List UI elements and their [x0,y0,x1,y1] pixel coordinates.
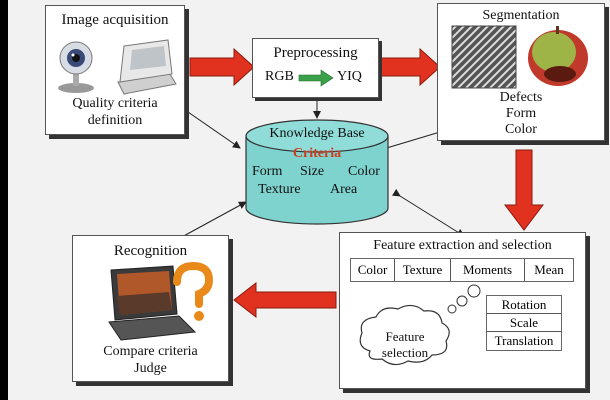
transform-scale: Scale [487,314,561,332]
preprocessing-from: RGB [265,69,294,84]
preprocessing-box: Preprocessing RGB YIQ [252,38,379,98]
transform-translation: Translation [494,333,554,348]
camera-scanner-illustration [58,39,177,95]
diagram-canvas: Image acquisition Quality criteria defin… [8,0,610,400]
kb-criterion-size: Size [300,164,325,179]
kb-link-recognition [171,201,247,245]
apple-icon [528,26,588,86]
flow-arrow-feature-to-recognition [233,281,337,319]
flow-arrow-segmentation-to-feature [503,149,545,231]
image-acquisition-caption-line1: Quality criteria [72,96,158,111]
image-acquisition-box: Image acquisition Quality criteria defin… [45,5,185,135]
kb-link-acquisition [179,104,241,149]
connectors-layer [171,47,545,319]
transform-rotation: Rotation [487,296,561,314]
kb-link-segmentation [379,126,448,152]
scanner-icon [117,39,177,95]
preprocessing-title: Preprocessing [273,45,358,61]
knowledge-base-criteria: Criteria [292,146,342,161]
cloud-text-line2: selection [381,345,429,360]
transform-table: Rotation Scale Translation [486,295,562,351]
kb-criterion-form: Form [252,164,283,179]
segmentation-item-defects: Defects [499,90,543,105]
segmentation-item-color: Color [505,122,537,137]
segmentation-title: Segmentation [482,8,560,23]
feature-cell-texture: Texture [395,259,451,281]
image-acquisition-caption-line2: definition [87,113,143,128]
knowledge-base-cylinder [245,119,389,225]
feature-cell-color: Color [351,259,395,281]
feature-cell-mean: Mean [534,262,564,277]
recognition-caption-line1: Compare criteria [103,344,198,359]
image-acquisition-title: Image acquisition [61,12,169,28]
laptop-icon [108,265,197,341]
laptop-question-illustration [108,261,214,341]
kb-criterion-area: Area [330,182,358,197]
flow-arrow-acquisition-to-preprocessing [189,47,255,87]
knowledge-base-title: Knowledge Base [269,126,365,141]
kb-link-feature [391,188,465,237]
webcam-icon [58,41,94,93]
recognition-box: Recognition Compare criteria Judge [72,235,229,382]
feature-cell-moments: Moments [451,259,525,281]
feature-list-table: Color Texture Moments Mean [350,258,574,282]
recognition-caption-line2: Judge [134,361,167,376]
segmentation-box: Segmentation Defects Form Color [437,3,605,141]
feature-extraction-box: Feature extraction and selection Color T… [339,232,586,389]
kb-criterion-color: Color [348,164,380,179]
segmentation-item-form: Form [505,106,537,121]
cloud-text-line1: Feature [385,329,425,344]
segmentation-images [451,25,594,89]
kb-criterion-texture: Texture [258,182,301,197]
flow-arrow-preprocessing-to-segmentation [377,47,441,87]
feature-extraction-title: Feature extraction and selection [373,238,552,253]
defect-texture-image [451,25,517,89]
preprocessing-to: YIQ [337,69,362,84]
question-mark-icon [173,261,214,321]
thought-cloud [359,284,481,366]
rgb-to-yiq-arrow [298,69,334,87]
recognition-title: Recognition [113,243,188,259]
